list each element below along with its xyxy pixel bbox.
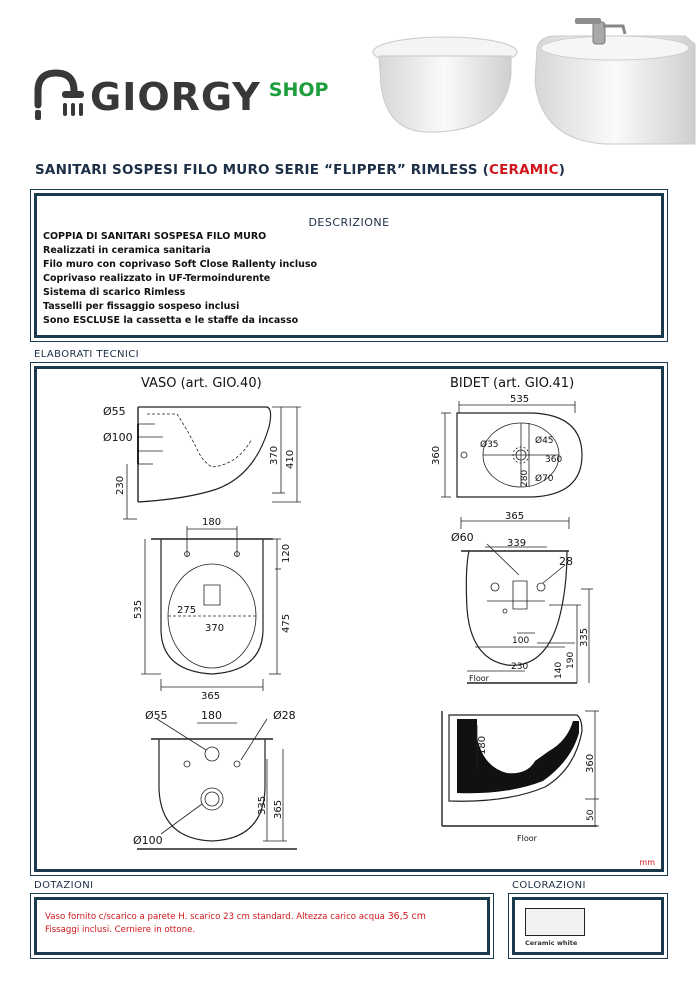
bidet-back-h335: 335 — [579, 628, 590, 647]
vaso-top-a275: 275 — [177, 605, 196, 616]
page-title: SANITARI SOSPESI FILO MURO SERIE “FLIPPE… — [35, 162, 565, 178]
colorazioni-box: Ceramic white — [508, 893, 668, 959]
dotazioni-box: Vaso fornito c/scarico a parete H. scari… — [30, 893, 494, 959]
bidet-top-view: 535 360 Ø35 Ø45 360 280 Ø70 — [431, 394, 583, 498]
title-suffix: ) — [558, 162, 566, 178]
vaso-back-h365: 365 — [273, 800, 284, 819]
product-photos — [372, 18, 696, 145]
vaso-title: VASO (art. GIO.40) — [141, 376, 262, 391]
bidet-side-floor: Floor — [517, 834, 538, 843]
bidet-top-w535: 535 — [510, 394, 529, 405]
bidet-top-d35: Ø35 — [480, 439, 499, 450]
bidet-side-section: 180 360 50 Floor — [441, 710, 599, 843]
bidet-back-view: 365 Ø60 339 28 335 100 140 190 230 Floor — [451, 511, 593, 684]
dotazioni-text: Vaso fornito c/scarico a parete H. scari… — [45, 910, 426, 937]
description-item: Coprivaso realizzato in UF-Termoindurent… — [43, 273, 271, 284]
description-item: Sistema di scarico Rimless — [43, 287, 186, 298]
description-box: DESCRIZIONE COPPIA DI SANITARI SOSPESA F… — [30, 189, 668, 342]
shower-head-icon — [34, 69, 84, 120]
bidet-top-h280: 280 — [520, 470, 530, 487]
bidet-top-w360: 360 — [545, 455, 562, 465]
dotazioni-line2: Fissaggi inclusi. Cerniere in ottone. — [45, 925, 196, 935]
vaso-top-h120: 120 — [281, 544, 292, 563]
vaso-side-view: Ø55 Ø100 230 370 410 — [103, 405, 301, 520]
vaso-side-h370: 370 — [269, 446, 280, 465]
vaso-back-d28: Ø28 — [273, 709, 296, 722]
vaso-back-view: Ø55 180 Ø28 335 365 Ø100 — [133, 709, 297, 850]
brand-shop: SHOP — [268, 79, 329, 101]
technical-drawings: VASO (art. GIO.40) BIDET (art. GIO.41) — [103, 376, 599, 850]
technical-drawings-box: VASO (art. GIO.40) BIDET (art. GIO.41) — [30, 362, 668, 876]
bidet-back-w365: 365 — [505, 511, 524, 522]
bidet-side-h180: 180 — [477, 736, 488, 755]
bidet-back-w339: 339 — [507, 538, 526, 549]
dotazioni-label: DOTAZIONI — [34, 880, 94, 891]
description-item: Realizzati in ceramica sanitaria — [43, 245, 211, 256]
vaso-side-h410: 410 — [285, 450, 296, 469]
description-item: Sono ESCLUSE la cassetta e le staffe da … — [43, 315, 299, 326]
title-material: CERAMIC — [488, 162, 559, 178]
bidet-top-d70: Ø70 — [535, 473, 554, 484]
description-item: Filo muro con coprivaso Soft Close Ralle… — [43, 259, 318, 270]
dotazioni-line1: Vaso fornito c/scarico a parete H. scari… — [45, 912, 388, 922]
vaso-top-w180: 180 — [202, 517, 221, 528]
vaso-top-w365: 365 — [201, 691, 220, 702]
vaso-top-view: 180 120 535 475 275 370 365 — [133, 517, 292, 702]
bidet-back-h140: 140 — [554, 662, 564, 679]
bidet-back-d28: 28 — [559, 555, 573, 568]
vaso-side-h230: 230 — [115, 476, 126, 495]
vaso-back-d55: Ø55 — [145, 709, 168, 722]
dotazioni-water-height: 36,5 cm — [387, 911, 426, 922]
wc-photo — [372, 36, 518, 133]
bidet-top-d45: Ø45 — [535, 435, 554, 446]
bidet-back-d60: Ø60 — [451, 531, 474, 544]
color-swatch-ceramic-white — [525, 908, 585, 936]
vaso-top-h535: 535 — [133, 600, 144, 619]
unit-label: mm — [639, 858, 655, 867]
brand-logo: GIORGY SHOP — [30, 62, 350, 132]
technical-section-label: ELABORATI TECNICI — [34, 349, 139, 360]
vaso-top-a370: 370 — [205, 623, 224, 634]
vaso-side-d55: Ø55 — [103, 405, 126, 418]
description-list: COPPIA DI SANITARI SOSPESA FILO MURO Rea… — [43, 230, 317, 328]
bidet-title: BIDET (art. GIO.41) — [450, 376, 574, 391]
bidet-side-h50: 50 — [586, 809, 596, 821]
brand-name: GIORGY — [90, 75, 261, 119]
colorazioni-label: COLORAZIONI — [512, 880, 586, 891]
description-item: COPPIA DI SANITARI SOSPESA FILO MURO — [43, 231, 267, 242]
bidet-photo — [534, 18, 696, 145]
vaso-side-d100: Ø100 — [103, 431, 133, 444]
vaso-back-h335: 335 — [257, 796, 268, 815]
title-prefix: SANITARI SOSPESI FILO MURO SERIE “FLIPPE… — [35, 162, 489, 178]
vaso-back-w180: 180 — [201, 709, 222, 722]
bidet-side-h360: 360 — [585, 754, 596, 773]
description-heading: DESCRIZIONE — [308, 216, 390, 229]
bidet-back-w100: 100 — [512, 636, 529, 646]
description-item: Tasselli per fissaggio sospeso inclusi — [43, 301, 240, 312]
vaso-back-d100: Ø100 — [133, 834, 163, 847]
bidet-top-h360: 360 — [431, 446, 442, 465]
color-swatch-label: Ceramic white — [525, 939, 578, 947]
vaso-top-h475: 475 — [281, 614, 292, 633]
bidet-back-floor: Floor — [469, 674, 490, 683]
bidet-back-h190: 190 — [566, 652, 576, 669]
bidet-back-w230: 230 — [511, 662, 528, 672]
